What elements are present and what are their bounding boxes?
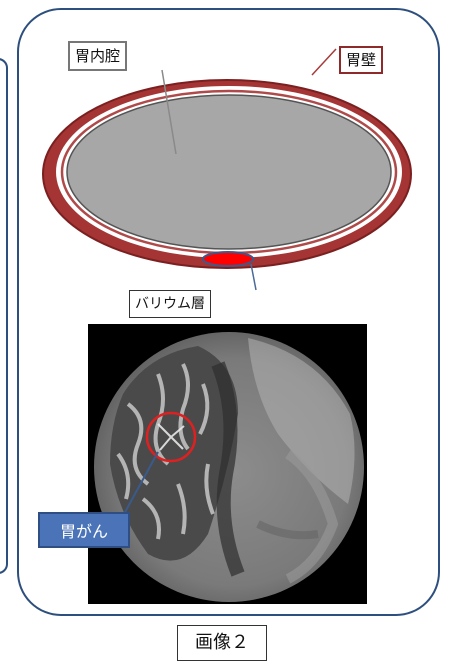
xray-graphic: [88, 324, 367, 604]
stomach-lumen: [67, 95, 391, 249]
stomach-wall-label: 胃壁: [339, 46, 383, 74]
gastric-cancer-label: 胃がん: [38, 512, 130, 548]
barium-layer-label: バリウム層: [129, 290, 211, 318]
wall-leader-line: [312, 49, 336, 75]
xray-image: [88, 324, 367, 604]
figure-caption: 画像２: [177, 625, 267, 661]
barium-layer: [203, 252, 253, 266]
lumen-label: 胃内腔: [68, 41, 127, 71]
